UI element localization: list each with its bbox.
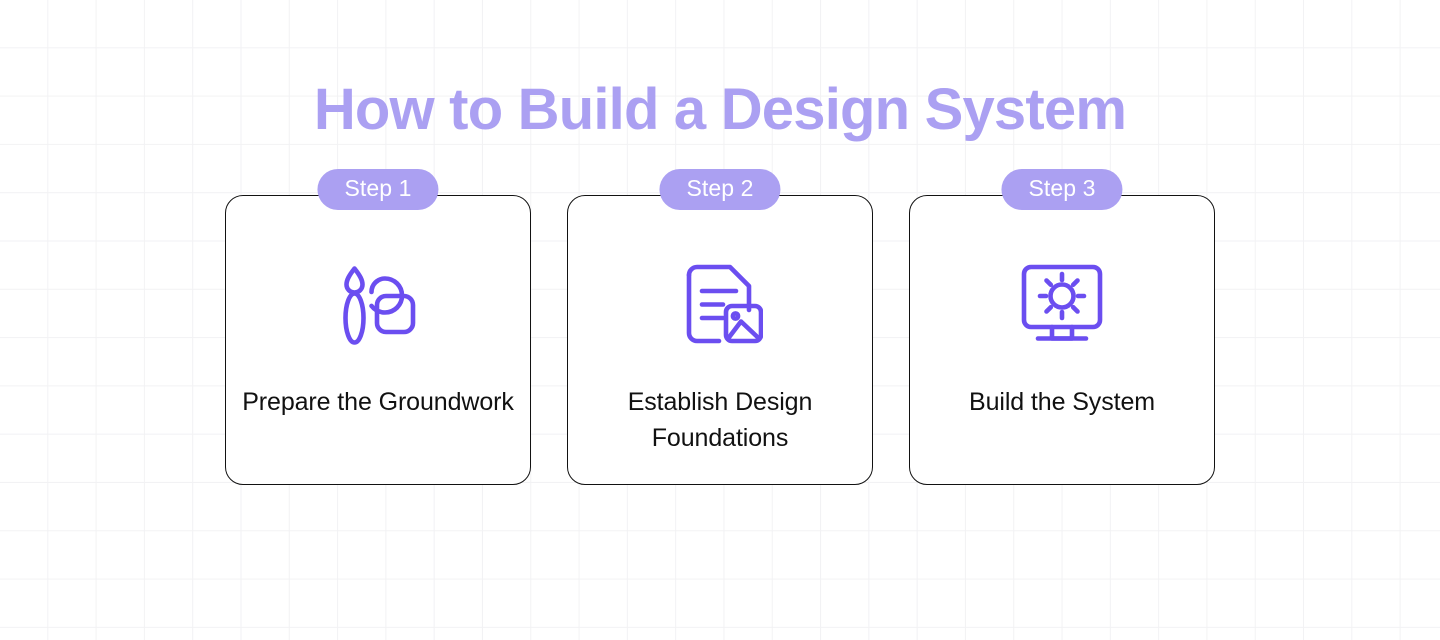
step-badge-1: Step 1 [317,168,439,211]
steps-row: Step 1 Prepare the Groundwork [225,168,1215,485]
step-label-2: Establish Design Foundations [627,387,813,452]
step-label-1: Prepare the Groundwork [242,387,514,416]
step-badge-2: Step 2 [659,168,781,211]
step-card-body-3: Build the System [909,194,1215,485]
page-title: How to Build a Design System [313,77,1127,142]
step-card-body-2: Establish Design Foundations [567,194,873,485]
document-image-icon [677,256,763,352]
step-label-3: Build the System [969,387,1155,416]
monitor-brightness-icon [1017,256,1107,352]
step-card-2[interactable]: Step 2 [567,168,873,485]
step-badge-3: Step 3 [1001,168,1123,211]
step-card-3[interactable]: Step 3 [909,168,1215,485]
step-card-1[interactable]: Step 1 Prepare the Groundwork [225,168,531,485]
step-card-body-1: Prepare the Groundwork [225,194,531,485]
paintbrush-shapes-icon [332,256,424,352]
